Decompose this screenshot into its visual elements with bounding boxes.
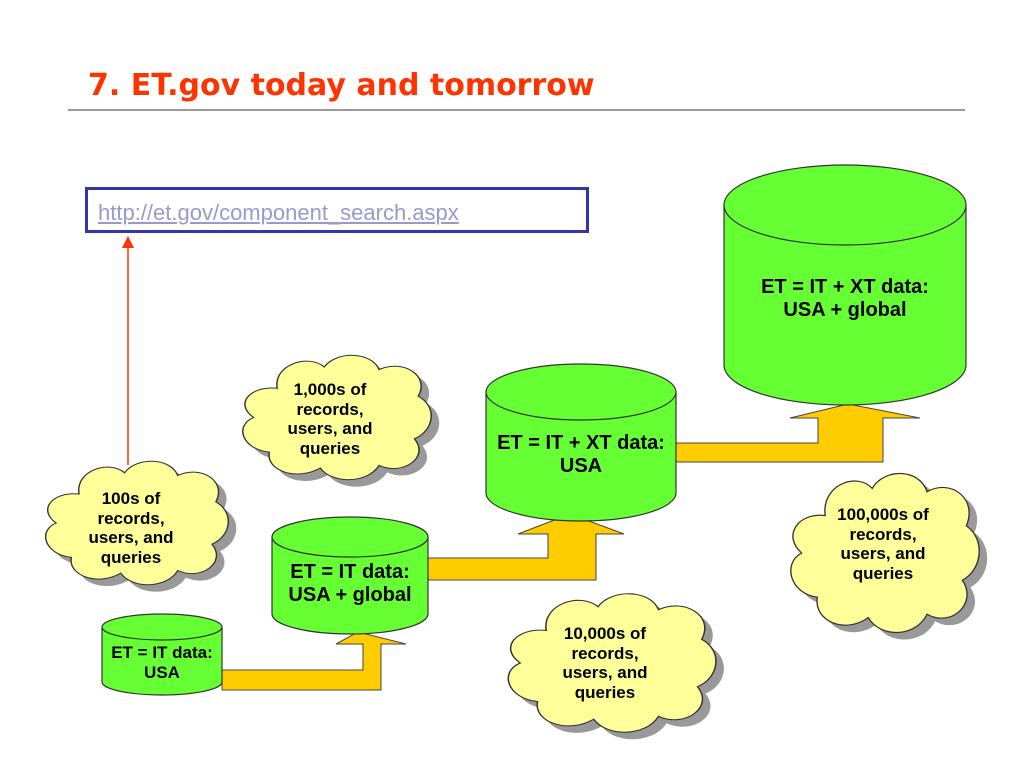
url-box: http://et.gov/component_search.aspx [85,187,589,233]
cloud-label-4: 100,000s of records, users, and queries [837,505,929,583]
database-cylinder-4 [723,164,967,406]
database-label-4: ET = IT + XT data: USA + global [761,276,929,321]
cloud-label-3: 10,000s of records, users, and queries [562,624,648,702]
title-divider [68,109,965,111]
cloud-label-2: 1,000s of records, users, and queries [287,380,373,458]
database-cylinder-1 [101,613,223,696]
database-label-2: ET = IT data: USA + global [288,561,412,606]
link-arrow [122,236,134,465]
arrow-db1-to-db2 [221,631,407,691]
cloud-label-1: 100s of records, users, and queries [88,489,174,567]
database-label-3: ET = IT + XT data: USA [497,432,665,477]
database-cylinder-2 [271,516,429,635]
arrow-db3-to-db4 [674,403,921,463]
database-cylinder-3 [485,363,677,522]
slide-title: 7. ET.gov today and tomorrow [88,68,595,103]
url-link[interactable]: http://et.gov/component_search.aspx [98,200,459,225]
database-label-1: ET = IT data: USA [111,643,213,682]
arrow-db2-to-db3 [427,513,625,581]
